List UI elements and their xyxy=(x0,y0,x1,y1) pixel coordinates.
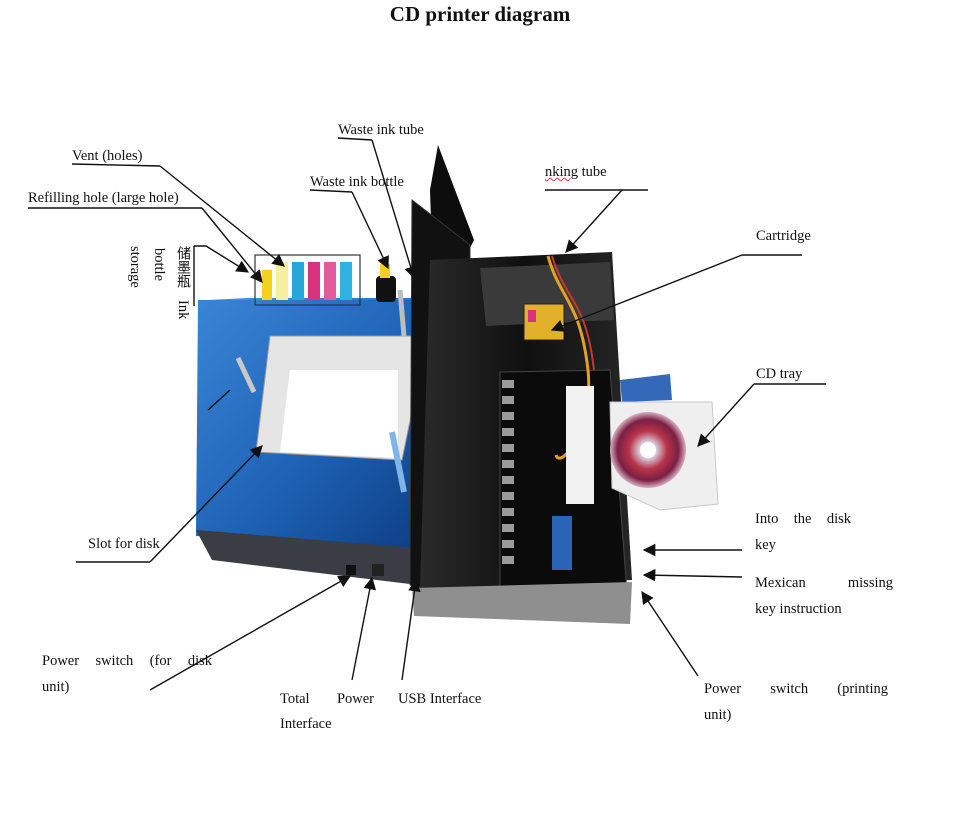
label-cd-tray: CD tray xyxy=(756,366,803,382)
label-mexican-1: Mexican missing xyxy=(755,575,893,591)
label-power-disk-2: unit) xyxy=(42,679,70,695)
label-inking-tube-part2: tube xyxy=(578,164,607,180)
disk-unit-base xyxy=(196,530,418,585)
label-power-print-1: Power switch (printing xyxy=(704,681,888,697)
diagram-title: CD printer diagram xyxy=(389,2,571,26)
label-into-disk-key-1: Into the disk xyxy=(755,511,851,527)
arrow-icon xyxy=(159,165,285,267)
label-waste-ink-tube: Waste ink tube xyxy=(338,122,424,138)
cd-tray xyxy=(609,374,719,511)
printer-unit xyxy=(409,145,632,624)
label-usb-interface: USB Interface xyxy=(398,691,482,707)
label-waste-ink-bottle: Waste ink bottle xyxy=(310,174,404,190)
label-power-print-2: unit) xyxy=(704,707,732,723)
label-mexican-2: key instruction xyxy=(755,601,842,617)
label-inking-tube-part1: nking xyxy=(545,164,579,180)
ink-storage-bottles xyxy=(254,254,396,306)
label-cartridge: Cartridge xyxy=(756,228,811,244)
label-total-power-2: Interface xyxy=(280,716,332,732)
label-storage-ink: Ink xyxy=(175,300,191,320)
label-slot-for-disk: Slot for disk xyxy=(88,536,160,552)
label-into-disk-key-2: key xyxy=(755,537,776,553)
label-storage-bottle: bottle xyxy=(151,248,167,282)
label-storage-storage: storage xyxy=(127,246,143,288)
label-vent: Vent (holes) xyxy=(72,148,143,164)
leader-lines xyxy=(28,137,826,691)
disk-unit xyxy=(196,289,430,585)
label-inking-tube: nking tube xyxy=(545,160,607,185)
label-total-power-1: Total Power xyxy=(280,691,374,707)
label-power-disk-1: Power switch (for disk xyxy=(42,653,212,669)
label-storage-cn: 储墨瓶 xyxy=(175,246,191,288)
label-refilling-hole: Refilling hole (large hole) xyxy=(28,190,179,206)
